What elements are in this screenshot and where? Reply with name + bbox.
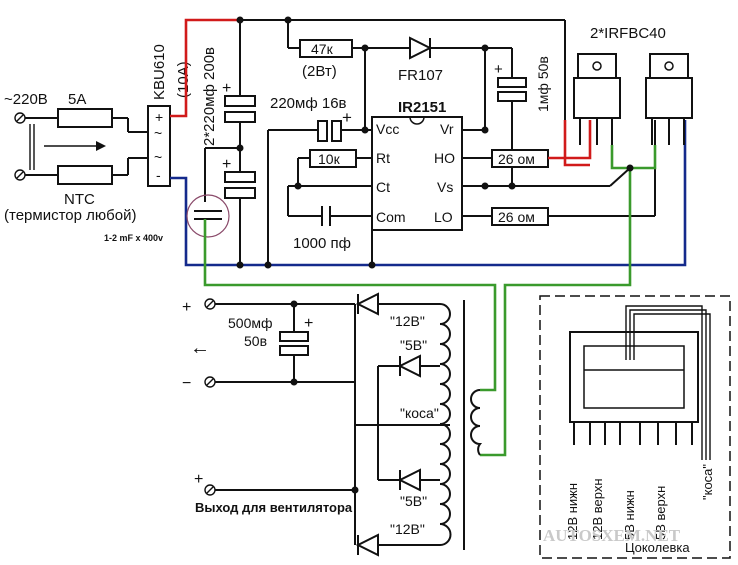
pin-label-12v-upper: 12В верхн [590, 479, 605, 541]
pin-label-12v-lower: 12В нижн [565, 483, 580, 540]
resistor-47k-value: 47к [311, 41, 334, 57]
ir2151-name: IR2151 [398, 99, 446, 116]
pin-lo: LO [434, 209, 453, 225]
fan-output-label: Выход для вентилятора [195, 500, 353, 515]
input-section: ~220В 5A NTC (термистор любой) [4, 91, 148, 224]
mosfet-1-tab [577, 53, 617, 81]
cap-1mf-label: 1мф 50в [535, 56, 551, 112]
output-cap-plus: + [304, 315, 313, 332]
bridge-ac1: ~ [154, 125, 162, 141]
diode-fr107: FR107 [398, 36, 485, 84]
bulk-cap-2-plate-bottom [224, 187, 256, 199]
film-cap-highlight-circle [186, 194, 230, 238]
film-cap-note: 1-2 mF x 400v [104, 233, 163, 243]
mosfet-2-body [645, 77, 693, 119]
green-wire-to-transformer [480, 168, 632, 457]
bootstrap-capacitor: + 1мф 50в [484, 47, 551, 186]
pin-com: Com [376, 209, 406, 225]
bridge-rectifier: + ~ ~ - KBU610 (10A) [147, 44, 192, 187]
cap-220mf-label: 220мф 16в [270, 95, 347, 112]
bulk-cap-1-plate-bottom [224, 111, 256, 123]
bulk-cap-1-plate-top [224, 95, 256, 107]
mosfet-pair: 2*IRFBC40 [573, 25, 693, 145]
cap-1mf-plus: + [494, 61, 503, 78]
pin-vr: Vr [440, 121, 454, 137]
fuse-label: 5A [68, 91, 86, 108]
bulk-cap-2-plate-top [224, 171, 256, 183]
diode-fr107-label: FR107 [398, 67, 443, 84]
pin-label-kosa: "коса" [700, 464, 715, 500]
bridge-minus: - [156, 167, 161, 183]
pin-ho: HO [434, 150, 455, 166]
pin-vs: Vs [437, 179, 453, 195]
bridge-body [147, 105, 171, 187]
ntc-note: (термистор любой) [4, 207, 136, 224]
capacitor-1000pf: 1000 пф [288, 206, 372, 252]
pin-label-5v-lower: 5В нижн [622, 490, 637, 540]
tap-5v-top: "5В" [400, 337, 427, 353]
mosfets-label: 2*IRFBC40 [590, 25, 666, 42]
junction-dots [236, 16, 634, 269]
ir2151-driver: IR2151 Vcc Rt Ct Com Vr HO Vs LO [371, 99, 463, 231]
pin-label-5v-upper: 5В верхн [653, 486, 668, 540]
mosfet-1-body [573, 77, 621, 119]
pin-ct: Ct [376, 179, 390, 195]
transformer-secondary [439, 303, 452, 546]
ntc-label: NTC [64, 191, 95, 208]
output-section: + − ← 500мф 50в + [182, 292, 483, 557]
resistor-47k: 47к (2Вт) [287, 20, 410, 80]
tap-12v-top: "12В" [390, 313, 425, 329]
tap-5v-bottom: "5В" [400, 493, 427, 509]
bulk-capacitors: + + 2*220мф 200в [201, 20, 256, 265]
resistor-10k-value: 10к [318, 151, 341, 167]
watermark: AUTOSXEM.NET [543, 526, 681, 545]
output-cap-voltage: 50в [244, 333, 267, 349]
gate-resistor-high-value: 26 ом [498, 151, 535, 167]
ir2151-body [371, 116, 463, 231]
hv-positive-wire [170, 18, 240, 118]
green-mosfet-link [610, 145, 657, 170]
output-cap-label: 500мф [228, 315, 273, 331]
bulk-cap-2-plus: + [222, 156, 231, 173]
film-capacitor: 1-2 mF x 400v [104, 194, 230, 243]
bridge-ac2: ~ [154, 149, 162, 165]
pinout-title: Цоколевка [625, 540, 690, 555]
pinout-frame [539, 295, 731, 559]
red-gate-wire [548, 120, 592, 160]
fuse [57, 108, 113, 128]
bridge-rating: (10A) [175, 61, 192, 98]
tap-kosa: "коса" [400, 405, 439, 421]
output-minus-sign: − [182, 375, 191, 392]
transformer-primary [470, 389, 483, 456]
output-plus-sign: + [182, 299, 191, 316]
mosfet-2-tab [649, 53, 689, 81]
bridge-plus: + [155, 109, 163, 125]
fan-plus-sign: + [194, 471, 203, 488]
mains-label: ~220В [4, 91, 48, 108]
ntc-thermistor [57, 165, 113, 185]
bridge-part: KBU610 [151, 44, 168, 100]
cap-1000pf-label: 1000 пф [293, 235, 351, 252]
gate-resistor-high: 26 ом [462, 149, 549, 168]
tap-12v-bottom: "12В" [390, 521, 425, 537]
cap-220mf-plus: + [342, 108, 352, 127]
gate-resistor-low-value: 26 ом [498, 209, 535, 225]
output-arrow: ← [190, 337, 210, 359]
pinout-panel: 12В нижн 12В верхн 5В нижн 5В верхн "кос… [539, 295, 731, 559]
resistor-10k: 10к [297, 149, 372, 186]
green-wire-film-cap-to-transformer [203, 219, 497, 392]
pin-vcc: Vcc [376, 121, 399, 137]
hv-negative-rail [170, 120, 687, 267]
bulk-caps-label: 2*220мф 200в [201, 47, 218, 146]
resistor-47k-power: (2Вт) [302, 63, 337, 80]
bulk-cap-1-plus: + [222, 80, 231, 97]
gate-resistor-low: 26 ом [462, 120, 656, 226]
pin-rt: Rt [376, 150, 390, 166]
vcc-capacitor: 220мф 16в + [267, 95, 365, 265]
